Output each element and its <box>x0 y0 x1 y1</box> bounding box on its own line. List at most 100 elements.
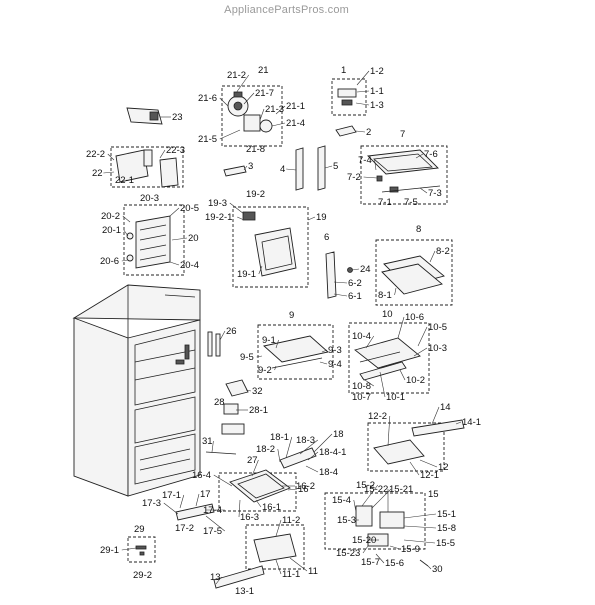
callout-19-1: 19-1 <box>237 269 256 280</box>
callout-18: 18 <box>333 429 344 440</box>
leader-line-21-2 <box>235 74 250 94</box>
callout-17-1: 17-1 <box>162 490 181 501</box>
leader-line-17 <box>195 493 200 507</box>
callout-31: 31 <box>202 436 213 447</box>
callout-9: 9 <box>289 310 294 321</box>
callout-14-1: 14-1 <box>462 417 481 428</box>
callout-10-7: 10-7 <box>352 392 371 403</box>
callout-21-5: 21-5 <box>198 134 217 145</box>
leader-line-14 <box>431 406 440 425</box>
leader-line-16-3 <box>238 499 241 518</box>
leader-line-22-3 <box>159 149 166 159</box>
leader-line-26 <box>219 330 226 341</box>
callout-15-4: 15-4 <box>332 495 351 506</box>
leader-line-19-2-1 <box>237 216 245 221</box>
callout-10-4: 10-4 <box>352 331 371 342</box>
callout-20-5: 20-5 <box>180 203 199 214</box>
callout-24: 24 <box>360 264 371 275</box>
callout-17: 17 <box>200 489 211 500</box>
leader-line-29-1 <box>121 547 137 551</box>
leader-line-10-2 <box>399 369 406 381</box>
callout-10: 10 <box>382 309 393 320</box>
leader-line-16-4 <box>213 474 233 487</box>
callout-7-1: 7-1 <box>378 197 392 208</box>
leader-line-15-1 <box>403 513 437 519</box>
callout-2: 2 <box>366 127 371 138</box>
leader-line-3 <box>243 165 248 171</box>
leader-line-12 <box>419 459 438 468</box>
callout-20-4: 20-4 <box>180 260 199 271</box>
part-15-control <box>355 505 373 527</box>
callout-18-2: 18-2 <box>256 444 275 455</box>
leader-line-21-7 <box>243 92 255 105</box>
callout-8-2: 8-2 <box>436 246 450 257</box>
callout-7: 7 <box>400 129 405 140</box>
leader-line-19 <box>307 216 316 221</box>
leader-line-15-8 <box>403 525 437 529</box>
part-9-shelf <box>263 335 329 363</box>
callout-29-2: 29-2 <box>133 570 152 581</box>
callout-10-1: 10-1 <box>386 392 405 403</box>
leader-line-7-3 <box>419 187 428 194</box>
part-26 <box>207 331 213 357</box>
part-18 <box>279 447 317 469</box>
leader-line-10-5 <box>417 326 428 347</box>
callout-7-5: 7-5 <box>404 197 418 208</box>
part-11-bin <box>253 533 297 563</box>
callout-8: 8 <box>416 224 421 235</box>
leader-line-17-1 <box>179 494 185 509</box>
callout-19-2: 19-2 <box>246 189 265 200</box>
leader-line-9-3 <box>321 349 328 353</box>
callout-11: 11 <box>308 566 318 577</box>
callout-21-7: 21-7 <box>255 88 274 99</box>
callout-10-2: 10-2 <box>406 375 425 386</box>
leader-line-17-3 <box>163 502 179 515</box>
callout-1-1: 1-1 <box>370 86 384 97</box>
group-box-1 <box>331 78 367 116</box>
leader-line-20-1 <box>123 229 129 237</box>
callout-15-7: 15-7 <box>361 557 380 568</box>
callout-9-4: 9-4 <box>328 359 342 370</box>
callout-15-5: 15-5 <box>436 538 455 549</box>
leader-line-21-3 <box>259 108 265 121</box>
group-box-15 <box>324 492 426 550</box>
callout-15-23: 15-23 <box>336 548 360 559</box>
callout-15-9: 15-9 <box>401 544 420 555</box>
callout-17-4: 17-4 <box>203 505 222 516</box>
leader-line-20-2 <box>122 215 131 223</box>
leader-line-2 <box>355 130 366 133</box>
leader-line-10-6 <box>397 316 405 339</box>
callout-1: 1 <box>341 65 346 76</box>
callout-28-1: 28-1 <box>249 405 268 416</box>
callout-19-3: 19-3 <box>208 198 227 209</box>
leader-line-7-6 <box>415 153 424 159</box>
callout-15-21: 15-21 <box>389 484 413 495</box>
leader-line-19-1 <box>258 265 263 275</box>
callout-29-1: 29-1 <box>100 545 119 556</box>
callout-17-2: 17-2 <box>175 523 194 534</box>
leader-line-18-3 <box>299 439 318 455</box>
leader-line-8-2 <box>429 250 436 263</box>
part-20-evaporator <box>135 215 171 269</box>
leader-line-10-4 <box>365 335 375 349</box>
watermark: AppliancePartsPros.com <box>224 4 349 16</box>
part-31-bar <box>205 451 237 455</box>
callout-12-1: 12-1 <box>420 470 439 481</box>
callout-1-2: 1-2 <box>370 66 384 77</box>
callout-21-8: 21-8 <box>246 144 265 155</box>
part-13-trim <box>213 565 265 589</box>
leader-line-18-4 <box>305 465 319 473</box>
leader-line-22-2 <box>107 153 115 161</box>
leader-line-19-3 <box>229 202 245 215</box>
callout-17-3: 17-3 <box>142 498 161 509</box>
callout-7-6: 7-6 <box>424 149 438 160</box>
callout-10-8: 10-8 <box>352 381 371 392</box>
callout-16: 16 <box>298 484 309 495</box>
callout-9-2: 9-2 <box>258 365 272 376</box>
leader-line-11 <box>289 557 308 572</box>
callout-4: 4 <box>280 164 285 175</box>
leader-line-21-5 <box>219 129 241 140</box>
leader-line-6-1 <box>333 293 348 297</box>
callout-10-3: 10-3 <box>428 343 447 354</box>
